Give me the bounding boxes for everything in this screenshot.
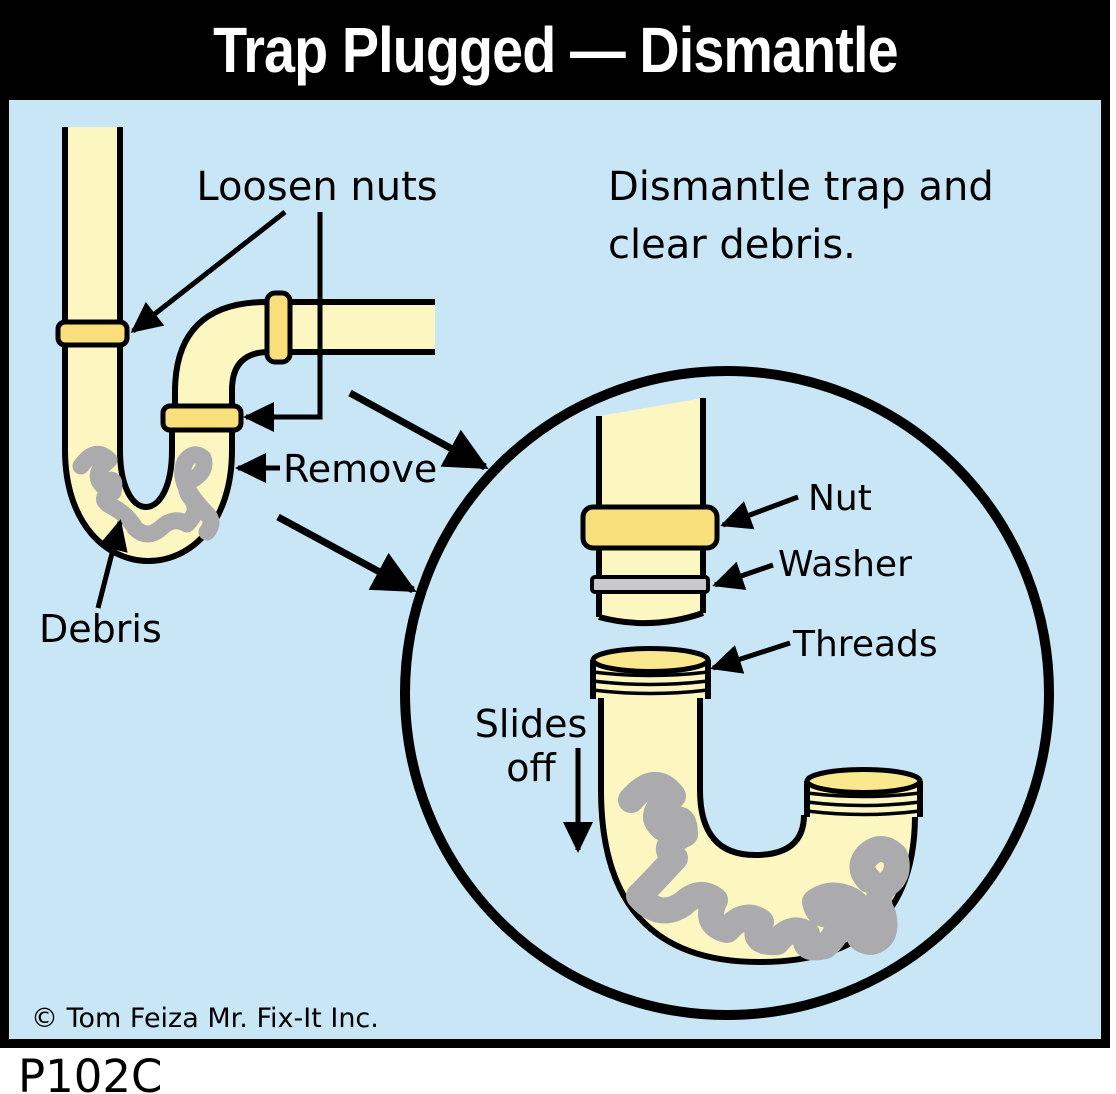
magnify-arrow-lower xyxy=(276,513,417,594)
collar-right-thread-1 xyxy=(806,791,921,799)
figure-code: P102C xyxy=(18,1050,163,1094)
loose-nut xyxy=(580,504,720,551)
elbow-pipe-body xyxy=(175,302,435,412)
collar-right-thread-3 xyxy=(806,809,921,817)
label-remove: Remove xyxy=(283,447,438,491)
diagram-canvas: Loosen nuts Remove Debris Dismantle trap… xyxy=(9,100,1101,1039)
copyright-text: © Tom Feiza Mr. Fix-It Inc. xyxy=(31,1003,379,1034)
slip-nut-waste-arm xyxy=(264,290,293,365)
magnify-arrow-upper xyxy=(348,389,489,471)
loosen-nuts-leader-arrow-1 xyxy=(130,210,287,333)
arrows xyxy=(95,210,799,854)
instruction-text: Dismantle trap and clear debris. xyxy=(608,158,994,274)
figure-artwork: Trap Plugged — Dismantle xyxy=(0,0,1110,1048)
label-slides-off-line-1: Slides xyxy=(474,702,588,746)
collar-right-thread-2 xyxy=(806,800,921,808)
slip-nut-upper xyxy=(55,319,130,348)
threads-leader-arrow xyxy=(710,640,791,674)
figure-title: Trap Plugged — Dismantle xyxy=(212,14,898,86)
label-slides-off: Slides off xyxy=(456,702,606,790)
debris-leader-arrow xyxy=(95,519,128,609)
trap-pipe-outline-outer xyxy=(62,127,235,564)
loose-washer xyxy=(590,575,710,594)
loosen-nuts-leader-arrow-2 xyxy=(242,212,323,432)
label-slides-off-line-2: off xyxy=(506,746,556,790)
collar-left-thread-1 xyxy=(592,670,709,678)
collar-left-thread-2 xyxy=(592,679,709,687)
title-bar: Trap Plugged — Dismantle xyxy=(0,0,1110,100)
sink-trap-assembly xyxy=(55,127,435,564)
collar-left-opening xyxy=(590,646,711,674)
dismantled-trap xyxy=(580,398,923,966)
nut-leader-arrow xyxy=(720,494,799,530)
washer-leader-arrow xyxy=(712,561,774,591)
label-loosen-nuts: Loosen nuts xyxy=(196,164,438,210)
elbow-outline-bottom xyxy=(229,349,435,412)
elbow-outline-top xyxy=(172,299,435,412)
instruction-line-1: Dismantle trap and xyxy=(608,164,994,210)
jbend-outline-inner xyxy=(697,698,807,859)
instruction-line-2: clear debris. xyxy=(608,222,856,268)
debris-clog-jbend xyxy=(618,772,910,961)
label-threads: Threads xyxy=(793,624,938,665)
label-debris: Debris xyxy=(39,607,162,651)
debris-clog-trap xyxy=(72,445,220,543)
label-washer: Washer xyxy=(778,544,912,585)
slip-nut-trap-arm xyxy=(160,403,244,433)
collar-right-opening xyxy=(804,767,923,795)
diagram-art xyxy=(55,127,1054,1020)
threaded-collar-left xyxy=(590,646,711,699)
jbend-outline-outer xyxy=(598,698,918,966)
threaded-collar-right xyxy=(804,767,923,817)
label-nut: Nut xyxy=(808,478,872,519)
trap-pipe-outline-inner xyxy=(117,127,175,510)
tailpiece-bottom-edge xyxy=(598,610,704,627)
collar-left-thread-3 xyxy=(592,688,709,696)
magnifier-circle xyxy=(400,366,1054,1020)
